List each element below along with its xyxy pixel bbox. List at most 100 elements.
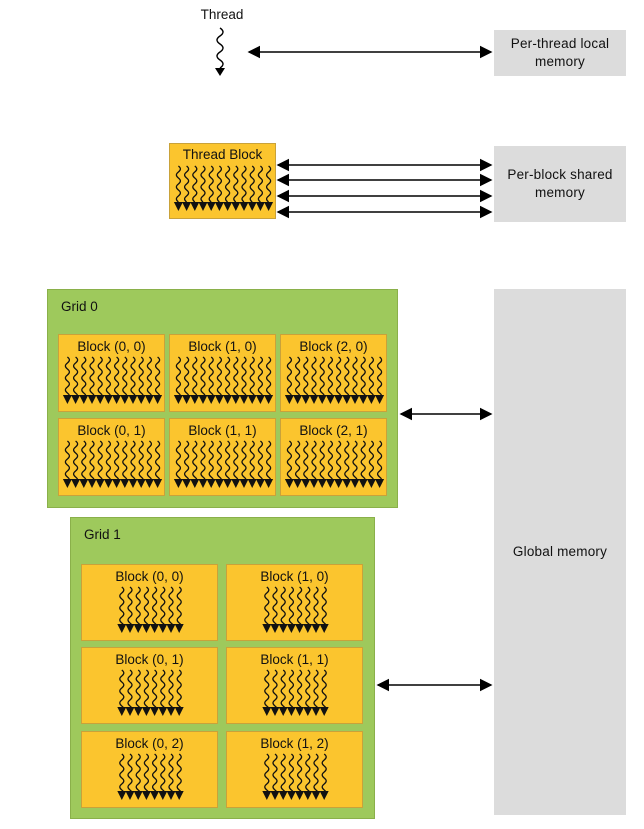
thread-squiggle-icon bbox=[216, 440, 223, 484]
threads-icon bbox=[262, 753, 329, 800]
thread-squiggle-icon bbox=[264, 669, 270, 713]
thread-arrowhead-icon bbox=[270, 707, 280, 716]
thread-squiggle-icon bbox=[360, 440, 366, 484]
thread-squiggle-icon bbox=[294, 440, 301, 484]
block-label: Block (0, 0) bbox=[77, 339, 146, 354]
block-label: Block (1, 0) bbox=[188, 339, 257, 354]
thread-squiggle-icon bbox=[233, 440, 239, 484]
thread-squiggle-icon bbox=[376, 356, 383, 400]
thread-arrowhead-icon bbox=[311, 791, 321, 800]
thread-arrowhead-icon bbox=[136, 395, 146, 404]
thread-squiggle-icon bbox=[175, 440, 182, 484]
thread-arrowhead-icon bbox=[112, 395, 122, 404]
thread-arrowhead-icon bbox=[286, 707, 296, 716]
thread-squiggle-icon bbox=[305, 669, 311, 713]
thread-arrowhead-icon bbox=[112, 479, 122, 488]
thread-arrowhead-icon bbox=[239, 479, 249, 488]
thread-squiggle-icon bbox=[216, 356, 223, 400]
thread-squiggle-icon bbox=[64, 356, 71, 400]
thread-squiggle-icon bbox=[113, 440, 120, 484]
thread-arrowhead-icon bbox=[342, 395, 352, 404]
thread-squiggle-icon bbox=[176, 753, 182, 797]
thread-arrowhead-icon bbox=[173, 479, 183, 488]
thread-arrowhead-icon bbox=[198, 202, 208, 211]
thread-squiggle-icon bbox=[321, 669, 327, 713]
block-label: Block (2, 0) bbox=[299, 339, 368, 354]
thread-squiggle-icon bbox=[143, 586, 150, 630]
grid-1-block-0-0: Block (0, 0) bbox=[81, 564, 218, 641]
thread-arrowhead-icon bbox=[311, 707, 321, 716]
thread-arrowhead-icon bbox=[303, 791, 313, 800]
thread-arrowhead-icon bbox=[301, 395, 311, 404]
thread-arrowhead-icon bbox=[375, 395, 385, 404]
thread-arrowhead-icon bbox=[293, 395, 303, 404]
thread-arrowhead-icon bbox=[182, 202, 192, 211]
thread-squiggle-icon bbox=[122, 356, 128, 400]
thread-arrowhead-icon bbox=[95, 479, 105, 488]
thread-squiggle-icon bbox=[97, 356, 103, 400]
thread-squiggle-icon bbox=[311, 356, 317, 400]
thread-arrowhead-icon bbox=[239, 202, 249, 211]
thread-arrowhead-icon bbox=[303, 707, 313, 716]
thread-squiggle-icon bbox=[224, 356, 231, 400]
thread-arrowhead-icon bbox=[309, 479, 319, 488]
thread-squiggle-icon bbox=[265, 440, 272, 484]
thread-squiggle-icon bbox=[119, 586, 125, 630]
thread-arrowhead-icon bbox=[128, 395, 138, 404]
grid-0-block-2-0: Block (2, 0) bbox=[280, 334, 387, 412]
thread-squiggle-icon bbox=[368, 440, 375, 484]
thread-arrowhead-icon bbox=[103, 395, 113, 404]
threads-icon bbox=[173, 440, 274, 488]
thread-arrowhead-icon bbox=[150, 791, 160, 800]
thread-arrowhead-icon bbox=[334, 395, 344, 404]
thread-arrowhead-icon bbox=[150, 624, 160, 633]
threads-icon bbox=[117, 753, 184, 800]
thread-arrowhead-icon bbox=[247, 395, 257, 404]
thread-squiggle-icon bbox=[135, 753, 141, 797]
grid-1-block-1-1: Block (1, 1) bbox=[226, 647, 363, 724]
thread-squiggle-icon bbox=[224, 165, 231, 203]
thread-arrowhead-icon bbox=[284, 395, 294, 404]
thread-squiggle-icon bbox=[321, 753, 327, 797]
thread-squiggle-icon bbox=[257, 356, 264, 400]
thread-arrowhead-icon bbox=[278, 791, 288, 800]
thread-squiggle-icon bbox=[208, 440, 214, 484]
thread-arrowhead-icon bbox=[136, 479, 146, 488]
thread-arrowhead-icon bbox=[141, 707, 151, 716]
thread-arrowhead-icon bbox=[319, 707, 329, 716]
thread-squiggle-icon bbox=[327, 356, 334, 400]
thread-arrowhead-icon bbox=[125, 791, 135, 800]
thread-squiggle-icon bbox=[143, 669, 150, 713]
thread-arrowhead-icon bbox=[214, 395, 224, 404]
thread-squiggle-icon bbox=[146, 356, 153, 400]
thread-squiggle-icon bbox=[305, 586, 311, 630]
thread-squiggle-icon bbox=[241, 165, 247, 203]
thread-arrowhead-icon bbox=[334, 479, 344, 488]
thread-squiggle-icon bbox=[257, 440, 264, 484]
thread-squiggle-icon bbox=[89, 440, 95, 484]
threads-icon bbox=[62, 440, 163, 488]
thread-arrowhead-icon bbox=[174, 707, 184, 716]
thread-arrowhead-icon bbox=[309, 395, 319, 404]
grid-0-block-1-1: Block (1, 1) bbox=[169, 418, 276, 496]
thread-squiggle-icon bbox=[143, 753, 150, 797]
thread-arrowhead-icon bbox=[141, 791, 151, 800]
thread-squiggle-icon bbox=[183, 356, 190, 400]
thread-squiggle-icon bbox=[272, 753, 278, 797]
threads-icon bbox=[284, 440, 385, 488]
thread-arrowhead-icon bbox=[366, 395, 376, 404]
thread-arrowhead-icon bbox=[215, 68, 225, 76]
thread-squiggle-icon bbox=[122, 440, 128, 484]
thread-arrowhead-icon bbox=[198, 479, 208, 488]
thread-squiggle-icon bbox=[265, 165, 272, 203]
thread-arrowhead-icon bbox=[120, 395, 130, 404]
thread-arrowhead-icon bbox=[133, 791, 143, 800]
thread-arrowhead-icon bbox=[62, 395, 72, 404]
thread-squiggle-icon bbox=[127, 669, 133, 713]
thread-arrowhead-icon bbox=[358, 395, 368, 404]
thread-arrowhead-icon bbox=[358, 479, 368, 488]
thread-squiggle-icon bbox=[335, 440, 342, 484]
grid-1-block-0-2: Block (0, 2) bbox=[81, 731, 218, 808]
thread-squiggle-icon bbox=[319, 356, 325, 400]
